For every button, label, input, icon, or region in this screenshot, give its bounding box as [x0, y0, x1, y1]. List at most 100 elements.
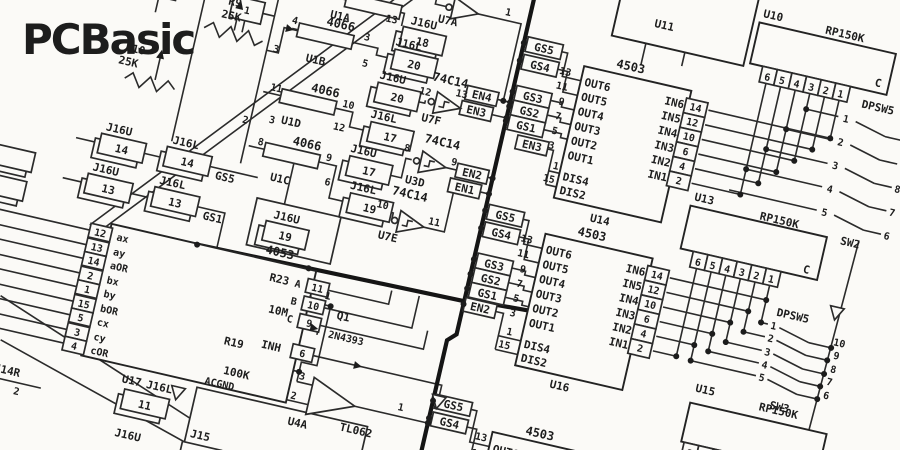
- u7e-in-pin: 10: [375, 199, 389, 212]
- u10-pin: 2: [821, 86, 829, 98]
- u1c-ref: U1C: [269, 170, 291, 187]
- u17-ref: U17: [121, 372, 143, 389]
- u14-in-pin: 10: [682, 131, 696, 144]
- j16l-14-label: J16L: [172, 134, 201, 153]
- sw3-left-pin: 5: [757, 372, 765, 384]
- u14-gs4: GS4: [529, 58, 552, 75]
- u16-in-name: IN5: [621, 276, 643, 293]
- u1c-out-pin: 9: [325, 153, 333, 165]
- u14-out-name: OUT1: [566, 149, 595, 168]
- u1c-switch-box: [261, 141, 322, 170]
- u1c-alt-pin: 6: [323, 177, 331, 189]
- u16-out-pin: 3: [508, 308, 516, 320]
- j16l-19-label: J16L: [349, 179, 378, 198]
- u14-gs2: GS2: [518, 104, 540, 121]
- r23-label: R23: [268, 271, 290, 288]
- u18-out-name: OUT6: [491, 443, 520, 450]
- u7f-out-pin: 13: [455, 88, 469, 101]
- sw2-left-pin: 3: [831, 161, 839, 173]
- j16u-14-label: J16U: [105, 120, 134, 139]
- u13-pin: 6: [694, 257, 702, 269]
- u16-dis4-label: DIS4: [523, 338, 552, 357]
- u17-sel-c-pin: 9: [305, 318, 313, 330]
- u16-dis2-label: DIS2: [519, 352, 548, 371]
- u14-dis4-pin: 1: [552, 161, 560, 173]
- sw3-right-pin: 10: [832, 337, 846, 350]
- u17-port-name: by: [102, 289, 116, 302]
- j16l-20-pin: 20: [406, 57, 422, 73]
- u10-pin: 3: [807, 82, 815, 94]
- u16-in-name: IN2: [611, 320, 633, 337]
- u16-ref: U16: [548, 378, 571, 395]
- u14-gs1: GS1: [515, 119, 538, 136]
- u14-in-name: IN3: [653, 138, 675, 155]
- sw2-ref: SW2: [839, 234, 861, 251]
- u14-in-pin: 14: [688, 102, 702, 115]
- sw2-right-pin: 9: [899, 161, 900, 173]
- r9-value: 25K: [220, 7, 243, 24]
- u14-out-name: OUT6: [583, 76, 612, 95]
- sw3-left-pin: 1: [769, 321, 777, 333]
- r10-value: 25K: [117, 53, 140, 70]
- u14-out-name: OUT4: [576, 105, 605, 124]
- u13-ref: U13: [693, 190, 715, 207]
- sw2-left-pin: 1: [842, 114, 850, 126]
- en4-label: EN4: [471, 88, 494, 105]
- u14-out-name: OUT3: [573, 120, 602, 139]
- u1d-switch-box: [278, 87, 338, 117]
- u1b-in-pin: 4: [291, 15, 299, 27]
- u16-out-pin: 5: [512, 293, 520, 305]
- u16-in-pin: 14: [650, 270, 664, 283]
- j14r-pin: 2: [12, 386, 20, 398]
- j16l-13-pin: 13: [167, 195, 183, 211]
- u18-ic-box: [459, 430, 601, 450]
- u1b-ref: U1B: [304, 51, 327, 68]
- j16u-bottom-label: J16U: [113, 426, 142, 445]
- u17-pin-num: 13: [90, 242, 104, 255]
- u1a-out-pin: 13: [385, 13, 399, 26]
- j16u-20-pin: 20: [389, 91, 405, 107]
- sw2-right-pin: 8: [893, 184, 900, 196]
- u11-ref: U11: [653, 17, 676, 34]
- j16l-19-pin: 19: [362, 201, 378, 217]
- sw3-right-pin: 6: [822, 390, 830, 402]
- u16-out-pin: 13: [519, 233, 533, 246]
- r9-wiper-arrow-icon: [235, 0, 244, 10]
- u7f-ref: U7F: [420, 111, 442, 128]
- j16u-17-pin: 17: [361, 164, 377, 180]
- u16-dis4-pin: 1: [505, 327, 513, 339]
- u16-gs4: GS4: [490, 226, 513, 243]
- u17-part: 4053: [264, 242, 295, 262]
- u16-in-pin: 10: [643, 299, 657, 312]
- left-edge-box-a: [0, 138, 37, 174]
- u14-gs3: GS3: [522, 89, 544, 106]
- gate-symbols: [304, 0, 481, 416]
- sw3-ref: SW3: [768, 399, 790, 416]
- u10-pin: 5: [778, 75, 786, 87]
- j16u-19-label: J16U: [272, 208, 301, 227]
- j16l-20-label: J16L: [394, 35, 423, 54]
- u10-ref: U10: [762, 7, 784, 24]
- sw3-left-pin: 2: [766, 333, 774, 345]
- u4a-opamp-icon: [304, 375, 357, 416]
- sw2-right-pin: 7: [888, 208, 896, 220]
- u16-in-pin: 2: [636, 343, 644, 355]
- arrows: [156, 0, 846, 411]
- u16-in-pin: 6: [642, 314, 650, 326]
- u17-port-name: cOR: [89, 345, 110, 360]
- u14-in-pin: 12: [685, 117, 699, 130]
- sw2-left-pin: 2: [836, 137, 844, 149]
- u1d-ref: U1D: [280, 114, 303, 131]
- r19-label: R19: [223, 334, 245, 351]
- pcbasic-logo: PCBasic: [22, 15, 194, 64]
- u16-out-pin: 11: [516, 248, 530, 261]
- u17-port-name: bOR: [99, 304, 120, 319]
- u1d-part: 4066: [310, 80, 341, 100]
- u16-out-pin: 9: [519, 264, 527, 276]
- u7a-ref: U7A: [437, 12, 460, 29]
- u18-gs5: GS5: [442, 397, 464, 414]
- u16-in-name: IN4: [618, 291, 641, 308]
- u16-gs5: GS5: [494, 208, 516, 225]
- u4a-pin-2: 2: [289, 391, 297, 403]
